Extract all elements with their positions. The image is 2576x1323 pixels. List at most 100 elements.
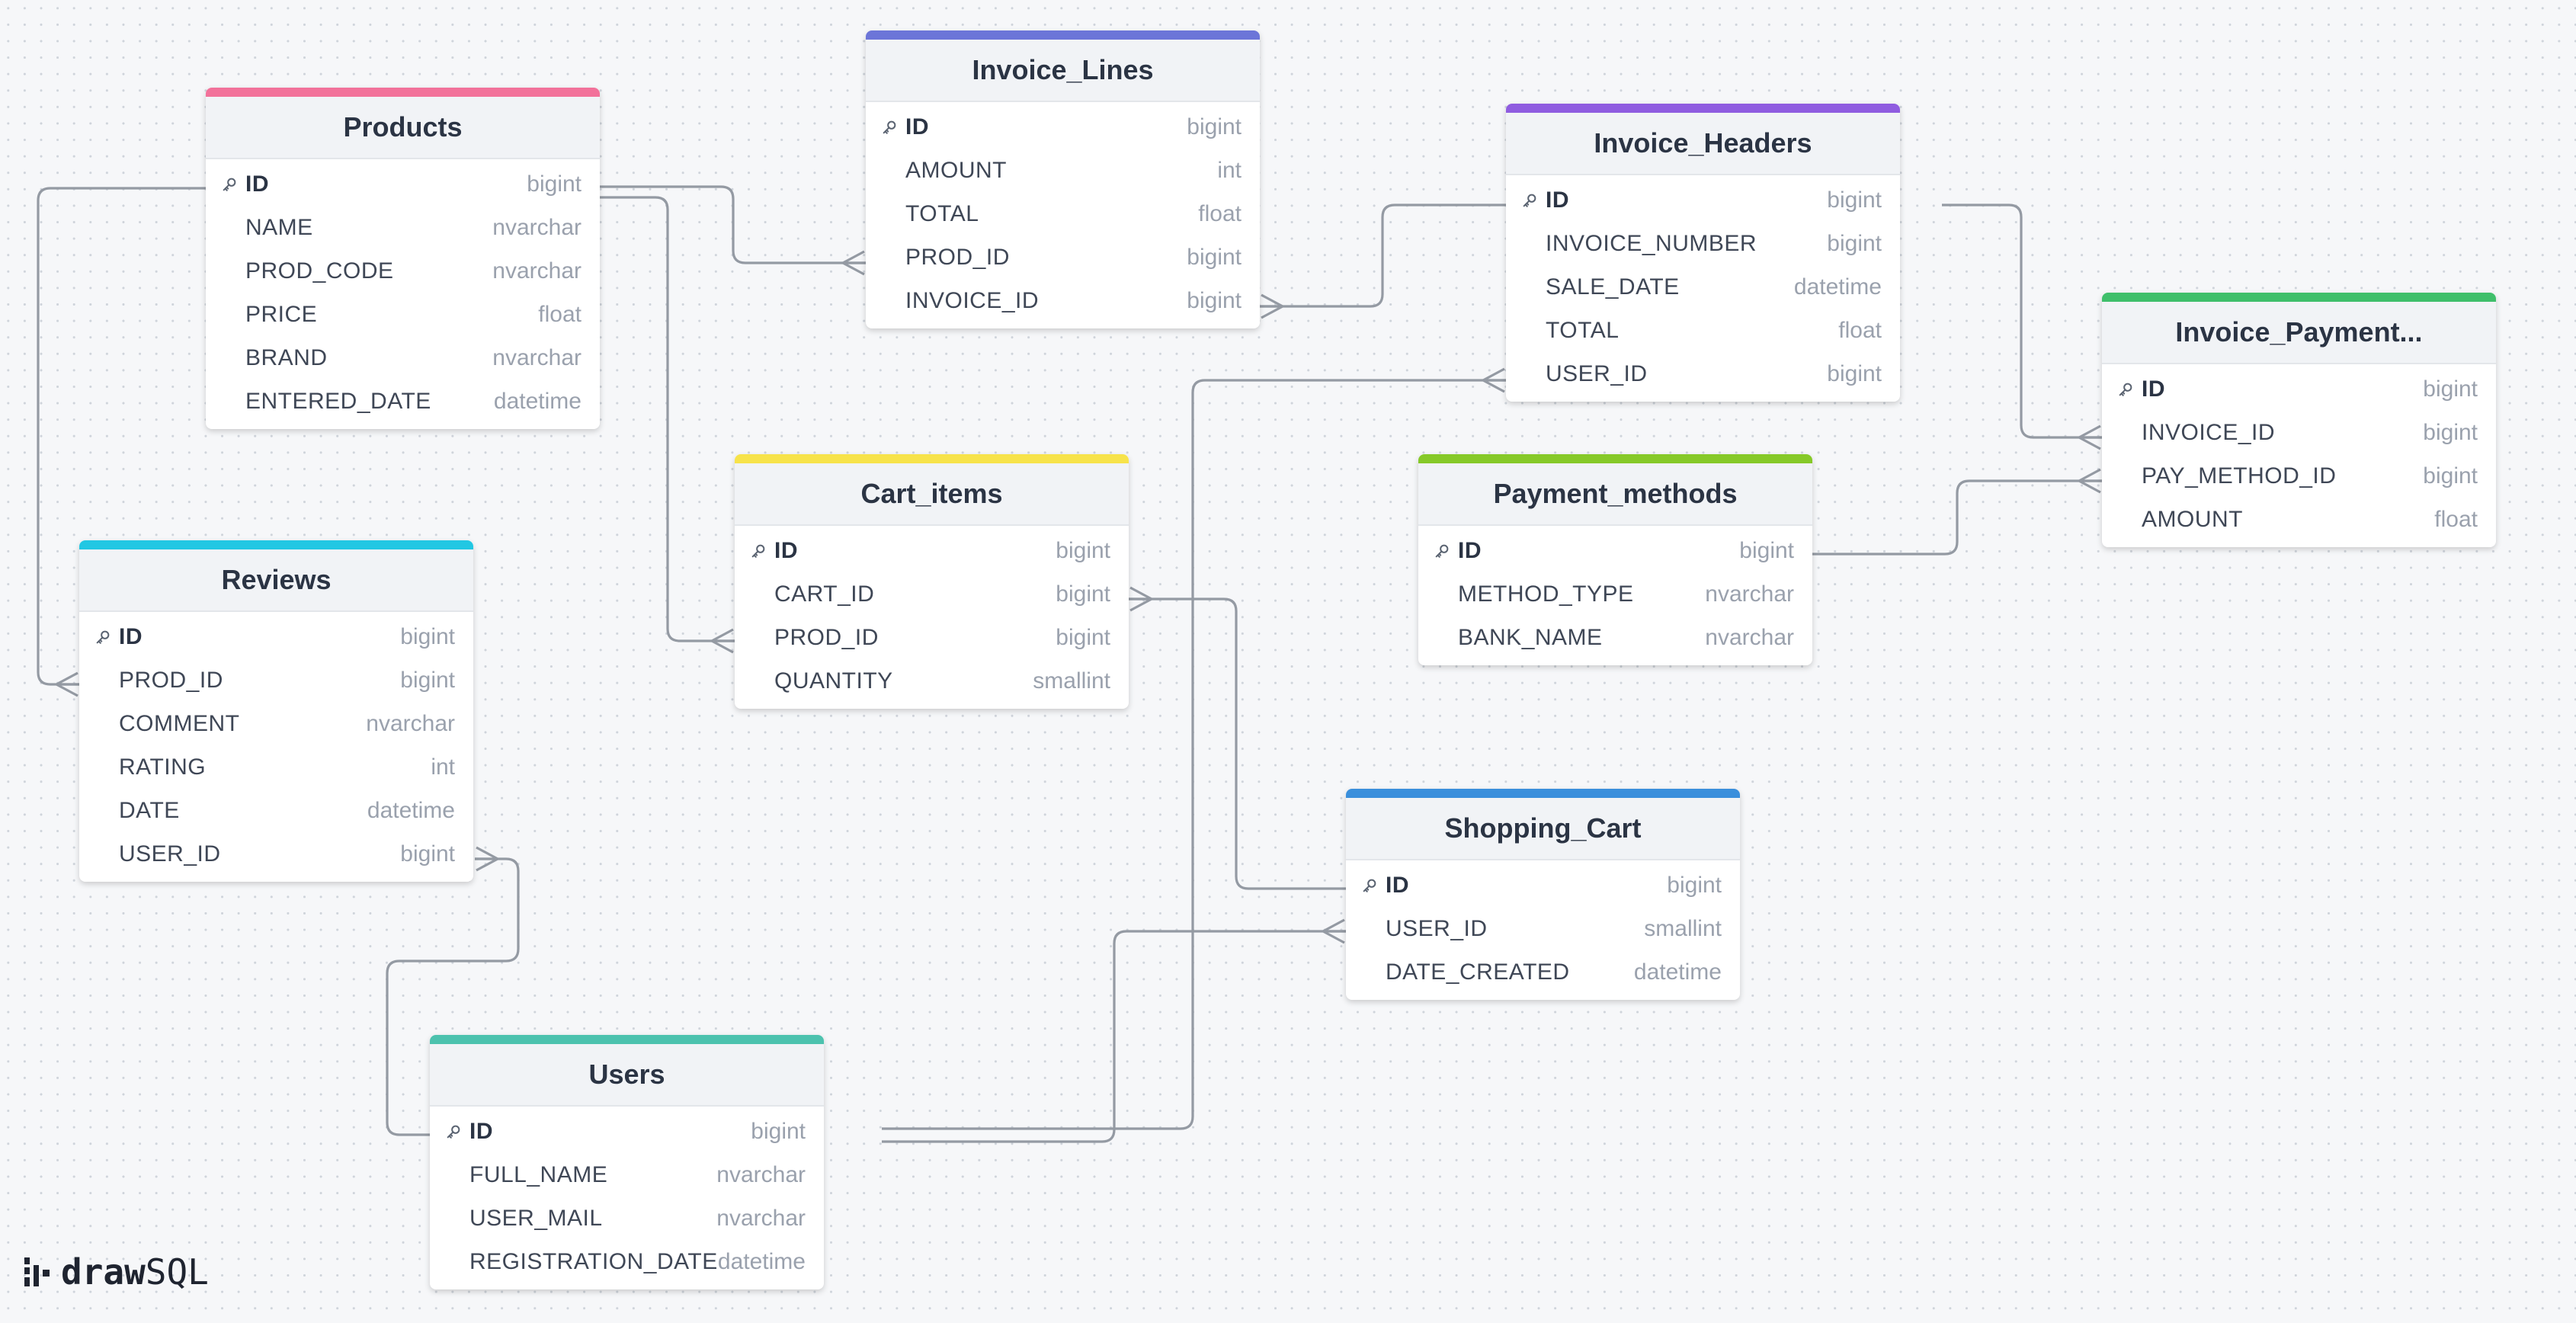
column-type: bigint (1827, 230, 1882, 256)
table-title[interactable]: Shopping_Cart (1346, 798, 1740, 860)
table-title[interactable]: Invoice_Payment... (2102, 302, 2496, 364)
column-name: PROD_ID (119, 667, 223, 693)
column-type: float (1838, 317, 1882, 343)
primary-key-icon (750, 543, 774, 559)
table-title[interactable]: Reviews (79, 549, 473, 612)
crow-foot-invoice-lines-invoice-id (1260, 293, 1284, 319)
logo-text-draw: draw (61, 1251, 146, 1293)
column-name: BRAND (245, 344, 328, 370)
column-name: DATE (119, 797, 180, 823)
column-left: PROD_ID (95, 668, 223, 694)
column-type: bigint (1056, 537, 1110, 563)
column-left: ID (95, 624, 143, 650)
column-type: bigint (1056, 581, 1110, 607)
relation-headers-payments[interactable] (1942, 203, 2102, 439)
relation-cart-cartitems[interactable] (1129, 597, 1346, 890)
crow-foot-invoice-payments-pay-method-id (2078, 468, 2102, 494)
column-left: BRAND (221, 345, 328, 371)
table-color-band (1506, 104, 1900, 113)
column-row[interactable]: ID bigint (79, 615, 473, 658)
table-title[interactable]: Products (206, 97, 600, 159)
crow-foot-invoice-headers-user-id (1482, 367, 1506, 393)
column-left: NAME (221, 215, 313, 241)
table-title[interactable]: Payment_methods (1418, 463, 1812, 526)
column-name: PROD_ID (774, 624, 879, 650)
column-name: USER_MAIL (469, 1205, 603, 1231)
table-title[interactable]: Users (430, 1044, 824, 1107)
column-name: ID (2142, 376, 2165, 402)
column-type: datetime (1793, 274, 1882, 300)
column-type: bigint (400, 623, 455, 649)
column-left: USER_MAIL (445, 1206, 603, 1232)
column-type: nvarchar (716, 1205, 806, 1231)
table-title[interactable]: Invoice_Lines (866, 40, 1260, 102)
table-title[interactable]: Invoice_Headers (1506, 113, 1900, 175)
column-type: bigint (1667, 872, 1722, 898)
column-name: ID (1546, 187, 1569, 213)
column-type: bigint (1187, 244, 1242, 270)
column-type: bigint (2423, 419, 2478, 445)
relation-users-shoppingcart[interactable] (882, 930, 1346, 1143)
relation-products-invoice-lines[interactable] (599, 185, 866, 264)
table-title[interactable]: Cart_items (735, 463, 1129, 526)
relation-products-cart-items[interactable] (599, 196, 735, 642)
relation-headers-lines[interactable] (1260, 203, 1506, 308)
relation-methods-payments[interactable] (1812, 479, 2102, 556)
primary-key-icon (2117, 381, 2142, 398)
column-name: RATING (119, 754, 207, 780)
crow-foot-invoice-payments-invoice-id (2078, 424, 2102, 450)
column-left: ENTERED_DATE (221, 389, 431, 415)
column-row[interactable]: USER_MAIL nvarchar (430, 1196, 824, 1240)
